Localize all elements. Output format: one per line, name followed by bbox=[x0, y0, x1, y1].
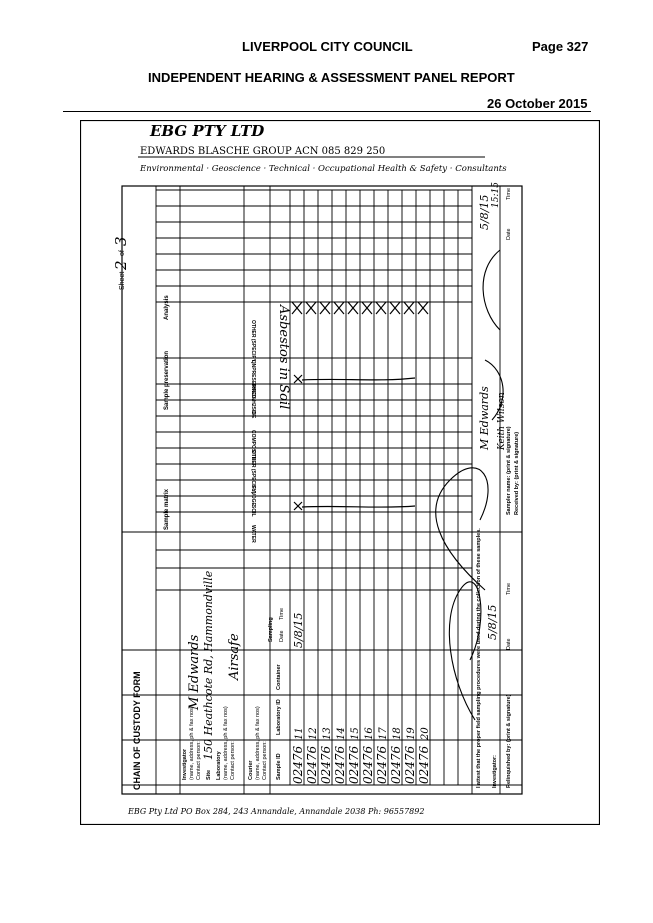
investigator-value: M Edwards bbox=[187, 634, 202, 711]
sample-id: 02476 bbox=[389, 745, 403, 784]
lab-id: 17 bbox=[378, 727, 389, 740]
sampling-time-label: Time bbox=[279, 608, 285, 620]
signature-marks bbox=[435, 249, 504, 721]
lab-id: 15 bbox=[350, 727, 361, 740]
site-label: Site bbox=[206, 770, 212, 780]
council-name: LIVERPOOL CITY COUNCIL bbox=[242, 39, 413, 54]
form-footer: EBG Pty Ltd PO Box 284, 243 Annandale, A… bbox=[127, 807, 424, 816]
report-date: 26 October 2015 bbox=[487, 96, 588, 111]
laboratory-value: Airsafe bbox=[227, 633, 242, 681]
courier-contact: Contact person: bbox=[262, 741, 268, 780]
sheet-label: Sheet bbox=[119, 272, 126, 290]
header-rule bbox=[63, 111, 591, 112]
sheet-number: 2 bbox=[112, 260, 130, 271]
sample-id: 02476 bbox=[361, 745, 375, 784]
signature-date-value: 5/8/15 bbox=[486, 605, 499, 640]
courier-label: Courier bbox=[248, 760, 254, 780]
sample-id: 02476 bbox=[333, 745, 347, 784]
lab-id: 11 bbox=[294, 727, 305, 740]
matrix-heading: Sample matrix bbox=[164, 488, 170, 530]
preservation-heading: Sample preservation bbox=[164, 351, 170, 410]
sampler-label: Sampler name: (print & signature) bbox=[506, 426, 512, 515]
lab-id: 19 bbox=[406, 727, 417, 740]
sample-id-label: Sample ID bbox=[276, 753, 282, 780]
analysis-value: Asbestos in Soil bbox=[276, 304, 291, 409]
matrix-col-composite: COMPOSITE bbox=[250, 430, 256, 461]
received-label: Received by: (print & signature) bbox=[514, 432, 520, 515]
form-title: CHAIN OF CUSTODY FORM bbox=[132, 671, 142, 790]
preservation-col-acid: HNO3/H2SO4 bbox=[250, 385, 256, 417]
sheet-of-label: of bbox=[119, 250, 126, 256]
preservation-col-ice: ICE bbox=[250, 410, 256, 419]
courier-sub: (name, address, ph & fax nos) bbox=[255, 706, 261, 780]
matrix-col-soil: SOIL bbox=[250, 505, 256, 517]
lab-id: 14 bbox=[336, 727, 347, 740]
report-title: INDEPENDENT HEARING & ASSESSMENT PANEL R… bbox=[148, 70, 515, 85]
sample-id: 02476 bbox=[291, 745, 305, 784]
container-label: Container bbox=[276, 663, 282, 690]
page-number: Page 327 bbox=[532, 39, 589, 54]
investigator-label: Investigator bbox=[182, 748, 188, 780]
site-value: 150 Heathcote Rd, Hammondville bbox=[202, 570, 215, 760]
form-frame bbox=[121, 185, 523, 795]
laboratory-label: Laboratory bbox=[216, 750, 222, 780]
received-time-label: Time bbox=[506, 188, 512, 200]
sampling-date-label: Date bbox=[279, 630, 285, 642]
company-logo: EBG PTY LTD bbox=[149, 122, 264, 140]
preservation-col-other: OTHER (SPECIFY) bbox=[250, 320, 256, 364]
sample-id: 02476 bbox=[347, 745, 361, 784]
lab-id: 16 bbox=[364, 727, 375, 740]
relinquished-label: Relinquished by: (print & signature) bbox=[506, 694, 512, 788]
investigator-sign-label: Investigator: bbox=[492, 755, 498, 788]
laboratory-contact: Contact person: bbox=[230, 741, 236, 780]
sample-grid bbox=[122, 186, 522, 794]
sample-id: 02476 bbox=[403, 745, 417, 784]
investigator-sub: (name, address, ph & fax nos) bbox=[189, 706, 195, 780]
sample-id: 02476 bbox=[305, 745, 319, 784]
received-time-value: 15:15 bbox=[491, 182, 501, 208]
signature-time-label: Time bbox=[506, 583, 512, 595]
chain-of-custody-scan: EBG PTY LTD EDWARDS BLASCHE GROUP ACN 08… bbox=[80, 120, 600, 825]
sample-id: 02476 bbox=[375, 745, 389, 784]
company-name: EDWARDS BLASCHE GROUP ACN 085 829 250 bbox=[140, 146, 385, 157]
lab-id: 13 bbox=[322, 727, 333, 740]
analysis-heading: Analysis bbox=[164, 295, 170, 320]
investigator-contact: Contact person: bbox=[196, 741, 202, 780]
sample-id: 02476 bbox=[417, 745, 431, 784]
sample-date-value: 5/8/15 bbox=[292, 613, 305, 648]
received-value: Keith Wilson bbox=[497, 392, 507, 451]
sampler-value: M Edwards bbox=[478, 386, 491, 451]
lab-id: 12 bbox=[308, 727, 319, 740]
matrix-col-water: WATER bbox=[250, 525, 256, 543]
preservation-col-unpreserved: UNPRESERVED bbox=[250, 360, 256, 398]
sample-id: 02476 bbox=[319, 745, 333, 784]
lab-id: 20 bbox=[420, 727, 431, 741]
matrix-col-sludge: SLUDGE bbox=[250, 485, 256, 507]
laboratory-sub: (name, address, ph & fax nos) bbox=[223, 706, 229, 780]
lab-id-label: Laboratory ID bbox=[276, 699, 282, 735]
attest-text: I attest that the proper field sampling … bbox=[476, 528, 482, 788]
lab-id: 18 bbox=[392, 727, 403, 740]
sheet-total: 3 bbox=[112, 236, 130, 246]
sampling-label: Sampling bbox=[268, 617, 274, 642]
matrix-col-other: OTHER (SPECIFY) bbox=[250, 450, 256, 494]
signature-date-label: Date bbox=[506, 638, 512, 650]
received-date-label: Date bbox=[506, 228, 512, 240]
company-services: Environmental · Geoscience · Technical ·… bbox=[139, 164, 507, 174]
received-date-value: 5/8/15 bbox=[478, 195, 491, 230]
